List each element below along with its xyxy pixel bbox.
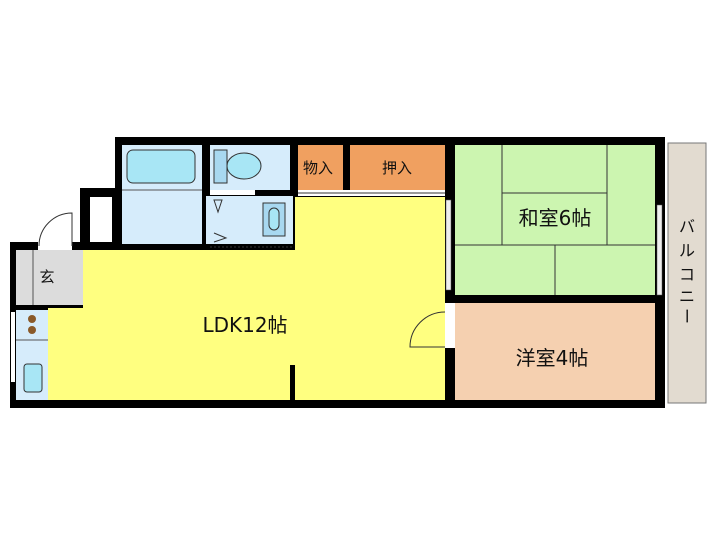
entrance[interactable] (16, 250, 83, 305)
sink-basin-icon (268, 207, 280, 231)
partition-wall (290, 365, 295, 401)
bathtub-icon (126, 149, 196, 184)
tatami-lines (455, 145, 655, 295)
closet-label: 押入 (382, 159, 412, 177)
toilet-bowl-icon (226, 152, 262, 180)
shoe-nook (90, 197, 112, 242)
entrance-label: 玄 (39, 268, 54, 286)
bedroom-door-icon (409, 311, 446, 348)
storage-closet[interactable] (298, 145, 343, 190)
balcony-label: バ ル コ ニ ー (677, 217, 696, 324)
entrance-door-icon (38, 212, 73, 247)
kitchen-sink-icon (23, 363, 43, 393)
ldk-label: LDK12帖 (202, 313, 287, 337)
japanese-room-label: 和室6帖 (519, 206, 592, 230)
storage-label: 物入 (303, 159, 333, 177)
svg-text:ル: ル (679, 241, 695, 260)
stove-burner-icon (28, 326, 36, 334)
stove-burner-icon (28, 315, 36, 323)
door-swing-icon (213, 199, 228, 243)
toilet-tank-icon (213, 149, 228, 184)
svg-text:ニ: ニ (679, 287, 695, 306)
ldk-room[interactable] (83, 250, 445, 400)
svg-text:ー: ー (677, 308, 696, 324)
western-room[interactable] (455, 303, 655, 400)
western-room-label: 洋室4帖 (516, 346, 589, 370)
svg-text:コ: コ (679, 265, 695, 284)
svg-text:バ: バ (679, 217, 695, 236)
oshiire-closet[interactable] (350, 145, 445, 190)
